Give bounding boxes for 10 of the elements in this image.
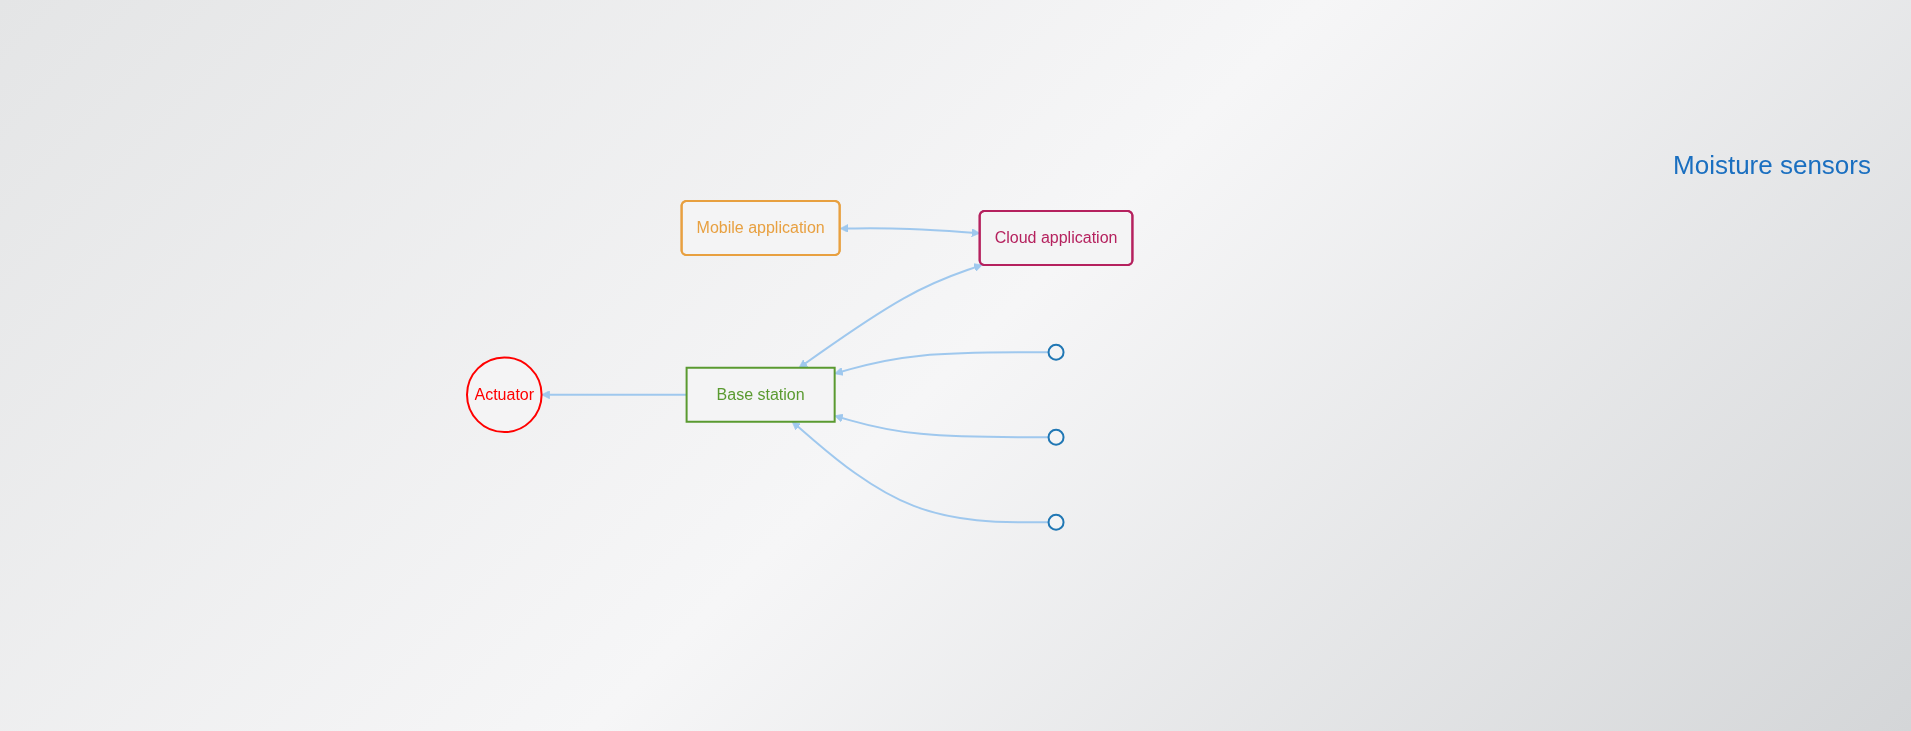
node-circle [1047, 343, 1065, 361]
node-circle [1047, 513, 1065, 531]
node-circle [1047, 428, 1065, 446]
arrow [834, 350, 1050, 376]
arrow [798, 262, 983, 368]
arrow [834, 413, 1050, 438]
group-heading: Moisture sensors [1673, 150, 1871, 181]
arrow [792, 420, 1050, 523]
node-box: Base station [685, 366, 836, 423]
node-circle: Actuator [466, 356, 543, 433]
